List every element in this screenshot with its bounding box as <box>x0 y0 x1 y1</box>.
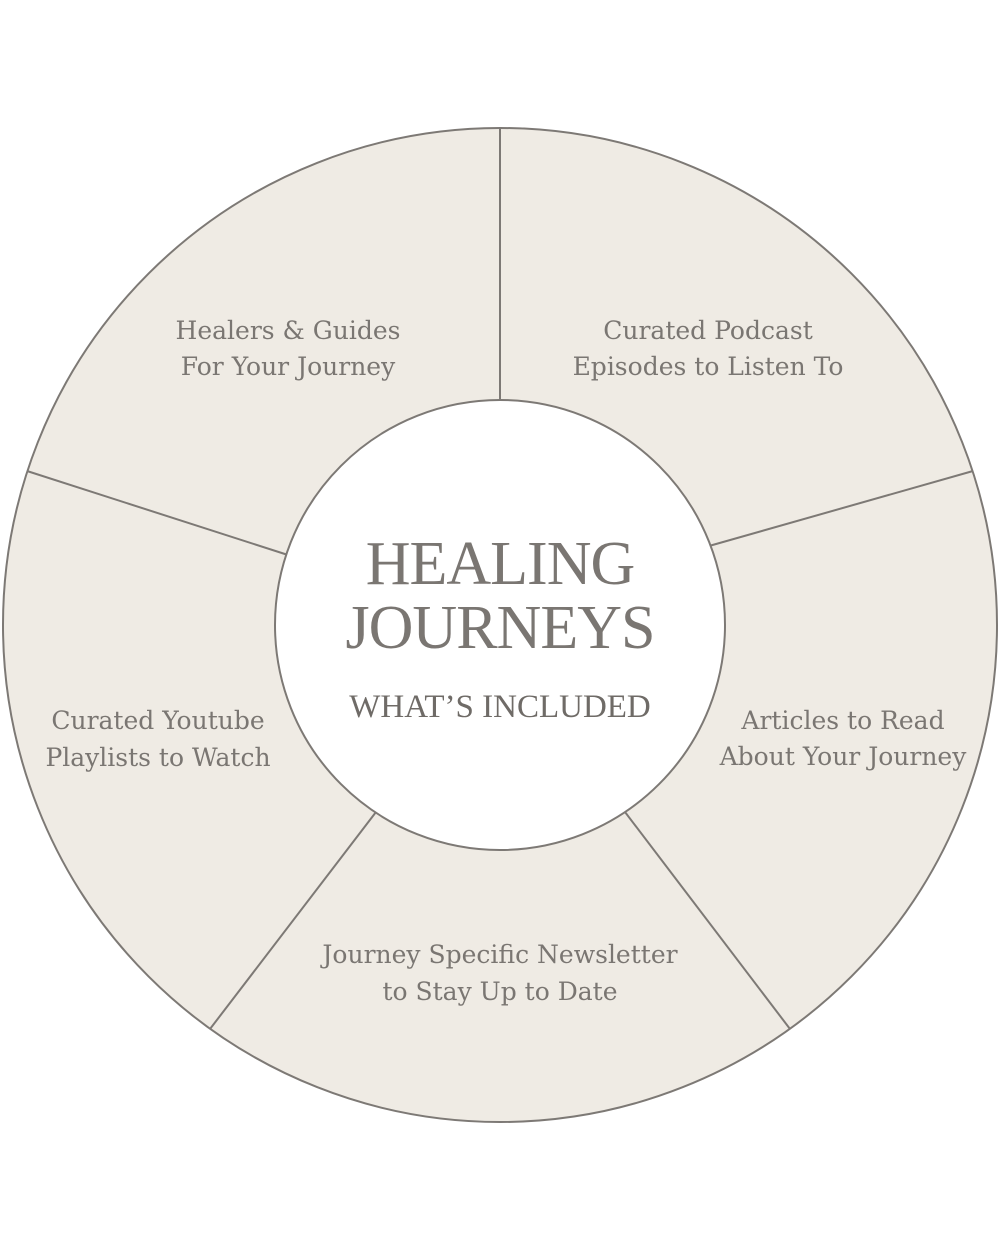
segment-label-line-1: Healers & Guides <box>176 316 401 345</box>
center-subtitle: WHAT’S INCLUDED <box>349 689 651 725</box>
segment-articles: Articles to Read About Your Journey <box>719 706 968 771</box>
segment-label-line-1: Articles to Read <box>740 706 944 735</box>
center-title-line-1: HEALING <box>366 530 635 598</box>
center-circle <box>274 399 726 851</box>
segment-podcast-episodes: Curated Podcast Episodes to Listen To <box>573 316 844 381</box>
segment-healers-guides: Healers & Guides For Your Journey <box>176 316 401 381</box>
divider-line <box>26 470 289 556</box>
divider-line <box>624 811 791 1030</box>
divider-line <box>708 470 974 547</box>
segment-label-line-2: About Your Journey <box>719 742 968 771</box>
center-title-line-2: JOURNEYS <box>346 594 655 662</box>
segment-label-line-1: Journey Specific Newsletter <box>319 940 677 969</box>
divider-line <box>209 811 377 1030</box>
segment-label-line-1: Curated Podcast <box>603 316 813 345</box>
segment-label-line-2: Playlists to Watch <box>45 743 270 772</box>
segment-label-line-1: Curated Youtube <box>51 706 264 735</box>
segment-newsletter: Journey Specific Newsletter to Stay Up t… <box>319 940 677 1006</box>
segment-label-line-2: For Your Journey <box>181 352 396 381</box>
segment-youtube-playlists: Curated Youtube Playlists to Watch <box>45 706 270 772</box>
segment-label-line-2: Episodes to Listen To <box>573 352 844 381</box>
segment-label-line-2: to Stay Up to Date <box>382 977 617 1006</box>
